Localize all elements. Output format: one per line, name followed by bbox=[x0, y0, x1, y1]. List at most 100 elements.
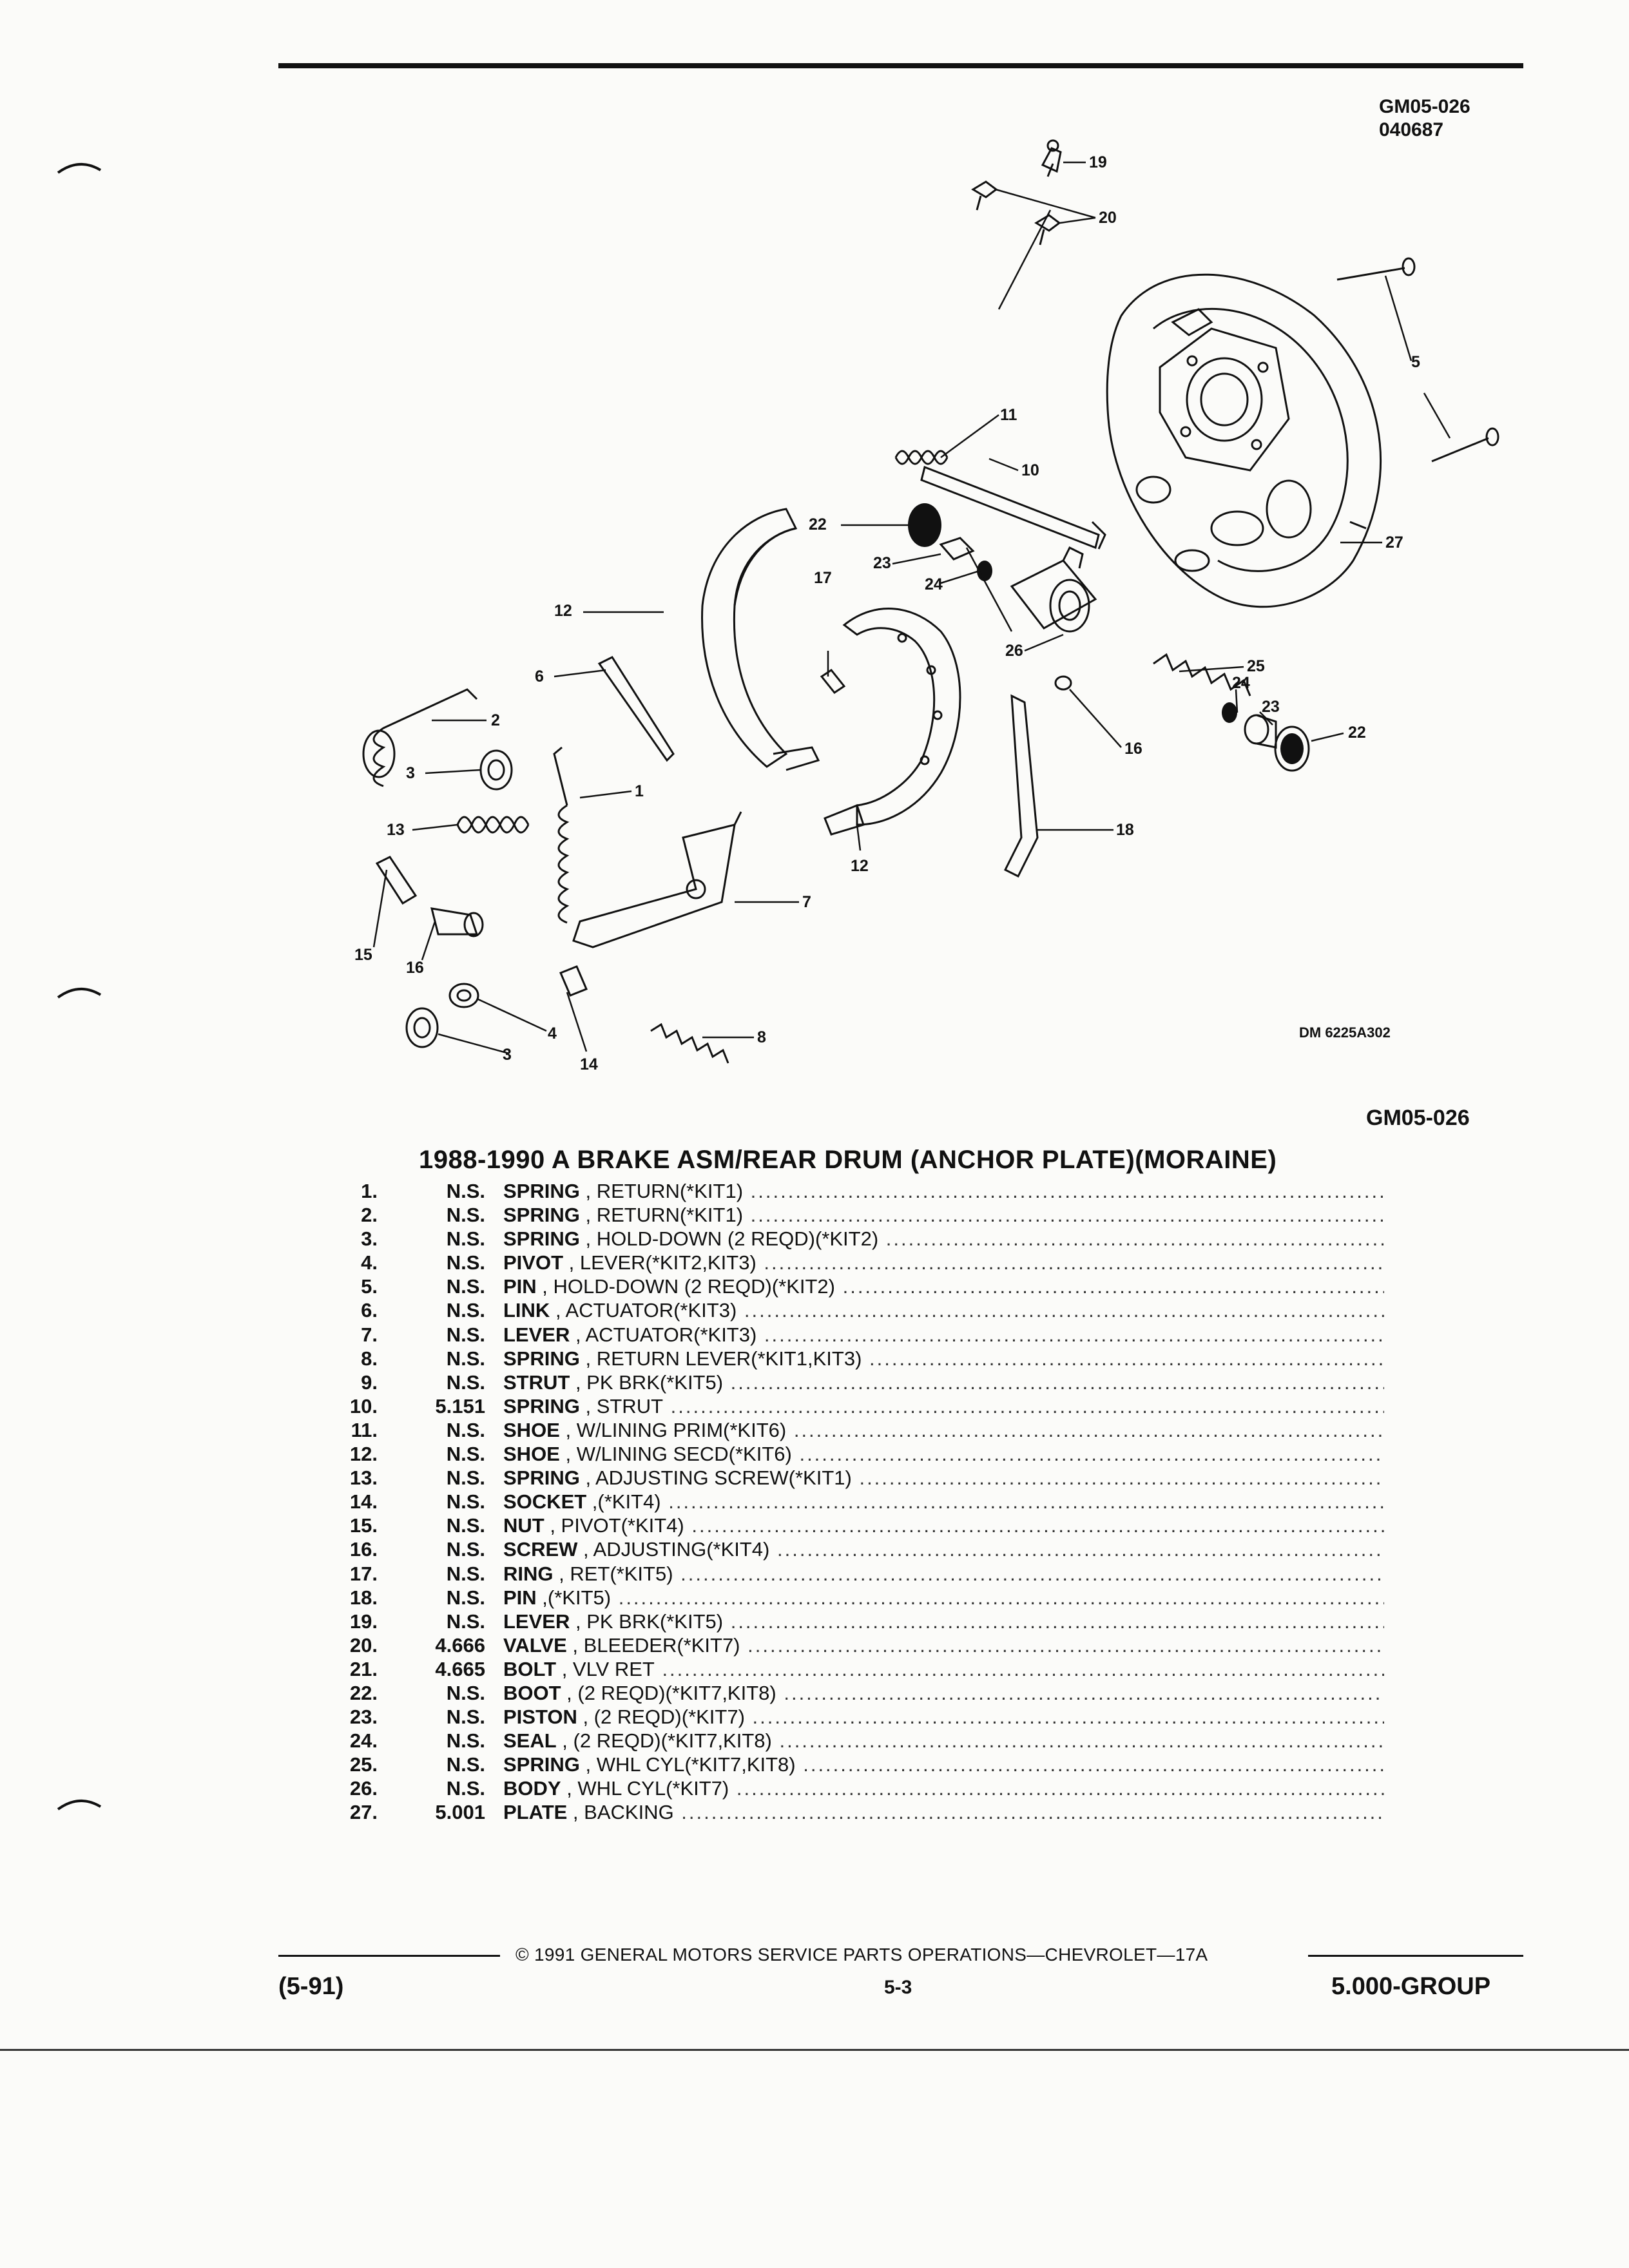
part-number: 7. bbox=[361, 1323, 378, 1346]
part-name: SHOE bbox=[503, 1443, 560, 1466]
part-group: N.S. bbox=[446, 1299, 485, 1322]
part-detail: , HOLD-DOWN (2 REQD)(*KIT2) bbox=[536, 1275, 835, 1298]
part-group: 5.001 bbox=[435, 1801, 485, 1824]
part-detail: , W/LINING PRIM(*KIT6) bbox=[559, 1418, 787, 1441]
part-description: SPRING , ADJUSTING SCREW(*KIT1) ........… bbox=[503, 1466, 1384, 1490]
strut-drawing bbox=[920, 465, 1106, 550]
dot-leader: ........................................… bbox=[869, 1347, 1384, 1370]
part-name: NUT bbox=[503, 1514, 545, 1537]
adjusting-screw-drawing bbox=[430, 907, 484, 937]
pin-drawing bbox=[820, 668, 846, 695]
part-group: N.S. bbox=[446, 1706, 485, 1729]
primary-shoe-drawing bbox=[701, 508, 820, 771]
dot-leader: ........................................… bbox=[662, 1657, 1384, 1680]
callout-2: 2 bbox=[491, 711, 500, 729]
parts-row: 7.N.S.LEVER , ACTUATOR(*KIT3) ..........… bbox=[340, 1323, 1384, 1347]
part-detail: , (2 REQD)(*KIT7,KIT8) bbox=[556, 1729, 772, 1753]
hole-punch-mark bbox=[57, 162, 102, 174]
callout-10: 11 bbox=[1000, 406, 1017, 424]
part-name: SPRING bbox=[503, 1180, 580, 1202]
part-number: 25. bbox=[349, 1753, 378, 1776]
callout-12: 12 bbox=[851, 857, 869, 875]
exploded-parts-diagram: 19 20 5 11 10 22 23 17 24 27 12 26 25 6 … bbox=[354, 139, 1499, 1073]
parts-row: 1.N.S.SPRING , RETURN(*KIT1) ...........… bbox=[340, 1179, 1384, 1203]
dot-leader: ........................................… bbox=[784, 1681, 1384, 1704]
part-group: N.S. bbox=[446, 1562, 485, 1585]
part-number: 19. bbox=[349, 1610, 378, 1633]
dot-leader: ........................................… bbox=[793, 1418, 1384, 1441]
part-name: BOOT bbox=[503, 1681, 561, 1704]
part-detail: , W/LINING SECD(*KIT6) bbox=[559, 1443, 792, 1466]
part-name: SPRING bbox=[503, 1394, 580, 1418]
part-group: N.S. bbox=[446, 1204, 485, 1227]
reference-code-text: GM05-026 bbox=[1379, 96, 1470, 117]
callout-11: 12 bbox=[554, 602, 572, 620]
part-group: N.S. bbox=[446, 1538, 485, 1561]
part-number: 23. bbox=[349, 1706, 378, 1729]
copyright-text: © 1991 GENERAL MOTORS SERVICE PARTS OPER… bbox=[516, 1945, 1208, 1965]
part-group: N.S. bbox=[446, 1729, 485, 1753]
part-description: SPRING , HOLD-DOWN (2 REQD)(*KIT2) .....… bbox=[503, 1227, 1384, 1251]
part-description: LEVER , PK BRK(*KIT5) ..................… bbox=[503, 1610, 1384, 1633]
dot-leader: ........................................… bbox=[730, 1370, 1384, 1394]
dot-leader: ........................................… bbox=[736, 1777, 1384, 1800]
dot-leader: ........................................… bbox=[842, 1275, 1384, 1298]
part-name: SHOE bbox=[503, 1418, 560, 1441]
part-description: SCREW , ADJUSTING(*KIT4) ...............… bbox=[503, 1537, 1384, 1561]
part-group: N.S. bbox=[446, 1370, 485, 1394]
part-group: N.S. bbox=[446, 1251, 485, 1274]
part-number: 1. bbox=[361, 1180, 378, 1202]
part-description: VALVE , BLEEDER(*KIT7) .................… bbox=[503, 1633, 1384, 1657]
part-description: SHOE , W/LINING PRIM(*KIT6) ............… bbox=[503, 1418, 1384, 1442]
hole-punch-mark bbox=[57, 987, 102, 999]
callout-9: 10 bbox=[1021, 461, 1039, 479]
parts-row: 17.N.S.RING , RET(*KIT5) ...............… bbox=[340, 1562, 1384, 1586]
valve-bolt-drawing bbox=[971, 180, 1061, 245]
page-title: 1988-1990 A BRAKE ASM/REAR DRUM (ANCHOR … bbox=[419, 1146, 1277, 1174]
part-number: 2. bbox=[361, 1204, 378, 1227]
callout-15: 15 bbox=[354, 946, 372, 964]
hole-punch-mark bbox=[57, 1799, 102, 1811]
parts-row: 4.N.S.PIVOT , LEVER(*KIT2,KIT3) ........… bbox=[340, 1251, 1384, 1274]
part-detail: , RETURN(*KIT1) bbox=[579, 1204, 744, 1227]
part-detail: , (2 REQD)(*KIT7,KIT8) bbox=[561, 1681, 776, 1704]
part-group: 4.665 bbox=[435, 1657, 485, 1680]
part-number: 22. bbox=[349, 1681, 378, 1704]
part-detail: , ACTUATOR(*KIT3) bbox=[570, 1323, 757, 1346]
part-detail: , RETURN LEVER(*KIT1,KIT3) bbox=[579, 1347, 862, 1370]
callout-27: 27 bbox=[1385, 533, 1403, 552]
bleeder-valve-drawing bbox=[1041, 139, 1062, 177]
part-group: N.S. bbox=[446, 1753, 485, 1776]
reference-number-text: 040687 bbox=[1379, 119, 1444, 140]
part-group: N.S. bbox=[446, 1586, 485, 1609]
parts-row: 13.N.S.SPRING , ADJUSTING SCREW(*KIT1) .… bbox=[340, 1466, 1384, 1490]
part-group: N.S. bbox=[446, 1490, 485, 1514]
reference-code: GM05-026 040687 bbox=[1379, 95, 1470, 142]
part-description: BOLT , VLV RET .........................… bbox=[503, 1657, 1384, 1681]
part-number: 10. bbox=[349, 1394, 378, 1418]
part-group: N.S. bbox=[446, 1610, 485, 1633]
part-name: SPRING bbox=[503, 1466, 580, 1490]
part-name: LEVER bbox=[503, 1610, 570, 1633]
part-group: N.S. bbox=[446, 1443, 485, 1466]
part-description: SPRING , RETURN LEVER(*KIT1,KIT3) ......… bbox=[503, 1347, 1384, 1370]
part-group: N.S. bbox=[446, 1466, 485, 1490]
parts-row: 19. N.S. LEVER , PK BRK(*KIT5) ...........… bbox=[340, 1610, 1384, 1633]
part-name: STRUT bbox=[503, 1370, 570, 1394]
part-description: PIVOT , LEVER(*KIT2,KIT3) ..............… bbox=[503, 1251, 1384, 1274]
part-description: BODY , WHL CYL(*KIT7) ..................… bbox=[503, 1776, 1384, 1800]
dot-leader: ........................................… bbox=[859, 1466, 1384, 1490]
part-number: 6. bbox=[361, 1299, 378, 1322]
part-name: SPRING bbox=[503, 1347, 580, 1370]
part-description: RING , RET(*KIT5) ......................… bbox=[503, 1562, 1384, 1586]
actuator-link-drawing bbox=[597, 656, 675, 762]
part-description: SHOE , W/LINING SECD(*KIT6) ............… bbox=[503, 1442, 1384, 1466]
part-detail: , ACTUATOR(*KIT3) bbox=[550, 1299, 737, 1322]
part-description: PIN ,(*KIT5) ...........................… bbox=[503, 1586, 1384, 1610]
park-brake-lever-drawing bbox=[1003, 694, 1039, 878]
bottom-rule bbox=[0, 2049, 1629, 2051]
part-description: BOOT , (2 REQD)(*KIT7,KIT8) ............… bbox=[503, 1681, 1384, 1705]
seal-drawing bbox=[977, 561, 1237, 723]
